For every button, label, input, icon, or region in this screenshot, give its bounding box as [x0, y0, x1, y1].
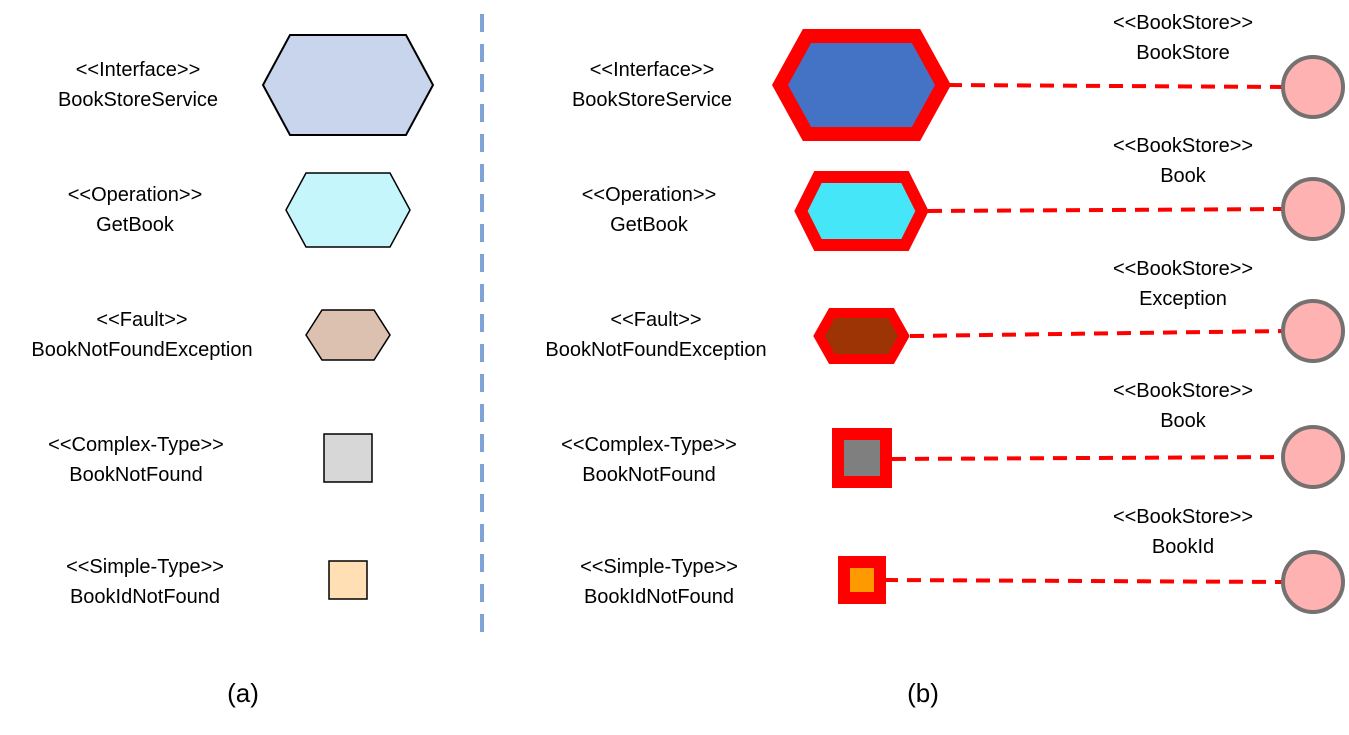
- operation-hexagon-highlighted: [794, 171, 929, 251]
- element-name: BookNotFoundException: [545, 339, 767, 361]
- bookstore-circle: [1281, 177, 1345, 241]
- stereotype-text: <<Fault>>: [96, 309, 188, 331]
- element-name: BookStoreService: [571, 89, 733, 111]
- target-stereotype: <<BookStore>>: [1112, 258, 1254, 280]
- complex-type-square-highlighted: [832, 428, 892, 488]
- simple-type-square: [328, 560, 368, 600]
- element-name: BookNotFound: [582, 464, 716, 486]
- simple-type-label-a: <<Simple-Type>> BookIdNotFound: [66, 552, 224, 612]
- target-label: <<BookStore>> Book: [1113, 131, 1253, 191]
- fault-hexagon: [305, 309, 391, 361]
- element-name: GetBook: [610, 214, 688, 236]
- simple-type-square-highlighted: [838, 556, 886, 604]
- stereotype-text: <<Interface>>: [589, 59, 715, 81]
- element-name: BookNotFound: [69, 464, 203, 486]
- interface-label-a: <<Interface>> BookStoreService: [58, 55, 218, 115]
- connector-line: [927, 207, 1285, 213]
- target-stereotype: <<BookStore>>: [1112, 12, 1254, 34]
- complex-type-label-a: <<Complex-Type>> BookNotFound: [48, 430, 224, 490]
- target-name: Book: [1160, 165, 1206, 187]
- panel-b-shapes: [772, 29, 951, 604]
- element-name: BookStoreService: [57, 89, 219, 111]
- simple-type-label-b: <<Simple-Type>> BookIdNotFound: [580, 552, 738, 612]
- element-name: GetBook: [96, 214, 174, 236]
- interface-hexagon-highlighted: [772, 29, 951, 141]
- target-name: Book: [1160, 410, 1206, 432]
- connector-line: [947, 83, 1285, 89]
- stereotype-text: <<Operation>>: [67, 184, 203, 206]
- connector-line: [891, 455, 1285, 461]
- target-name: BookStore: [1136, 42, 1230, 64]
- bookstore-circle: [1281, 55, 1345, 119]
- operation-label-b: <<Operation>> GetBook: [582, 180, 717, 240]
- bookstore-circle: [1281, 550, 1345, 614]
- operation-hexagon: [285, 172, 411, 248]
- stereotype-text: <<Interface>>: [75, 59, 201, 81]
- target-stereotype: <<BookStore>>: [1112, 506, 1254, 528]
- interface-label-b: <<Interface>> BookStoreService: [572, 55, 732, 115]
- panel-b-caption: (b): [907, 678, 939, 708]
- target-label: <<BookStore>> BookStore: [1113, 8, 1253, 68]
- stereotype-text: <<Simple-Type>>: [580, 556, 738, 578]
- bookstore-circle: [1281, 299, 1345, 363]
- complex-type-label-b: <<Complex-Type>> BookNotFound: [561, 430, 737, 490]
- element-name: BookNotFoundException: [31, 339, 253, 361]
- complex-type-square: [323, 433, 373, 483]
- element-name: BookIdNotFound: [69, 586, 221, 608]
- operation-label-a: <<Operation>> GetBook: [68, 180, 203, 240]
- interface-hexagon: [261, 34, 435, 136]
- fault-hexagon-highlighted: [813, 308, 910, 364]
- stereotype-text: <<Complex-Type>>: [561, 434, 737, 456]
- panel-a-shapes: [261, 34, 435, 600]
- target-stereotype: <<BookStore>>: [1112, 380, 1254, 402]
- fault-label-a: <<Fault>> BookNotFoundException: [31, 305, 252, 365]
- stereotype-text: <<Operation>>: [581, 184, 717, 206]
- target-label: <<BookStore>> Exception: [1113, 254, 1253, 314]
- connector-line: [883, 578, 1285, 584]
- element-name: BookIdNotFound: [583, 586, 735, 608]
- target-name: BookId: [1151, 536, 1215, 558]
- panel-b-targets: [1281, 55, 1345, 614]
- stereotype-text: <<Complex-Type>>: [48, 434, 224, 456]
- target-stereotype: <<BookStore>>: [1112, 135, 1254, 157]
- stereotype-text: <<Simple-Type>>: [66, 556, 224, 578]
- panel-b-connectors: [883, 83, 1285, 584]
- target-label: <<BookStore>> Book: [1113, 376, 1253, 436]
- connector-line: [909, 329, 1285, 338]
- target-name: Exception: [1139, 288, 1227, 310]
- panel-a-caption: (a): [227, 678, 259, 708]
- bookstore-circle: [1281, 425, 1345, 489]
- fault-label-b: <<Fault>> BookNotFoundException: [545, 305, 766, 365]
- stereotype-text: <<Fault>>: [610, 309, 702, 331]
- target-label: <<BookStore>> BookId: [1113, 502, 1253, 562]
